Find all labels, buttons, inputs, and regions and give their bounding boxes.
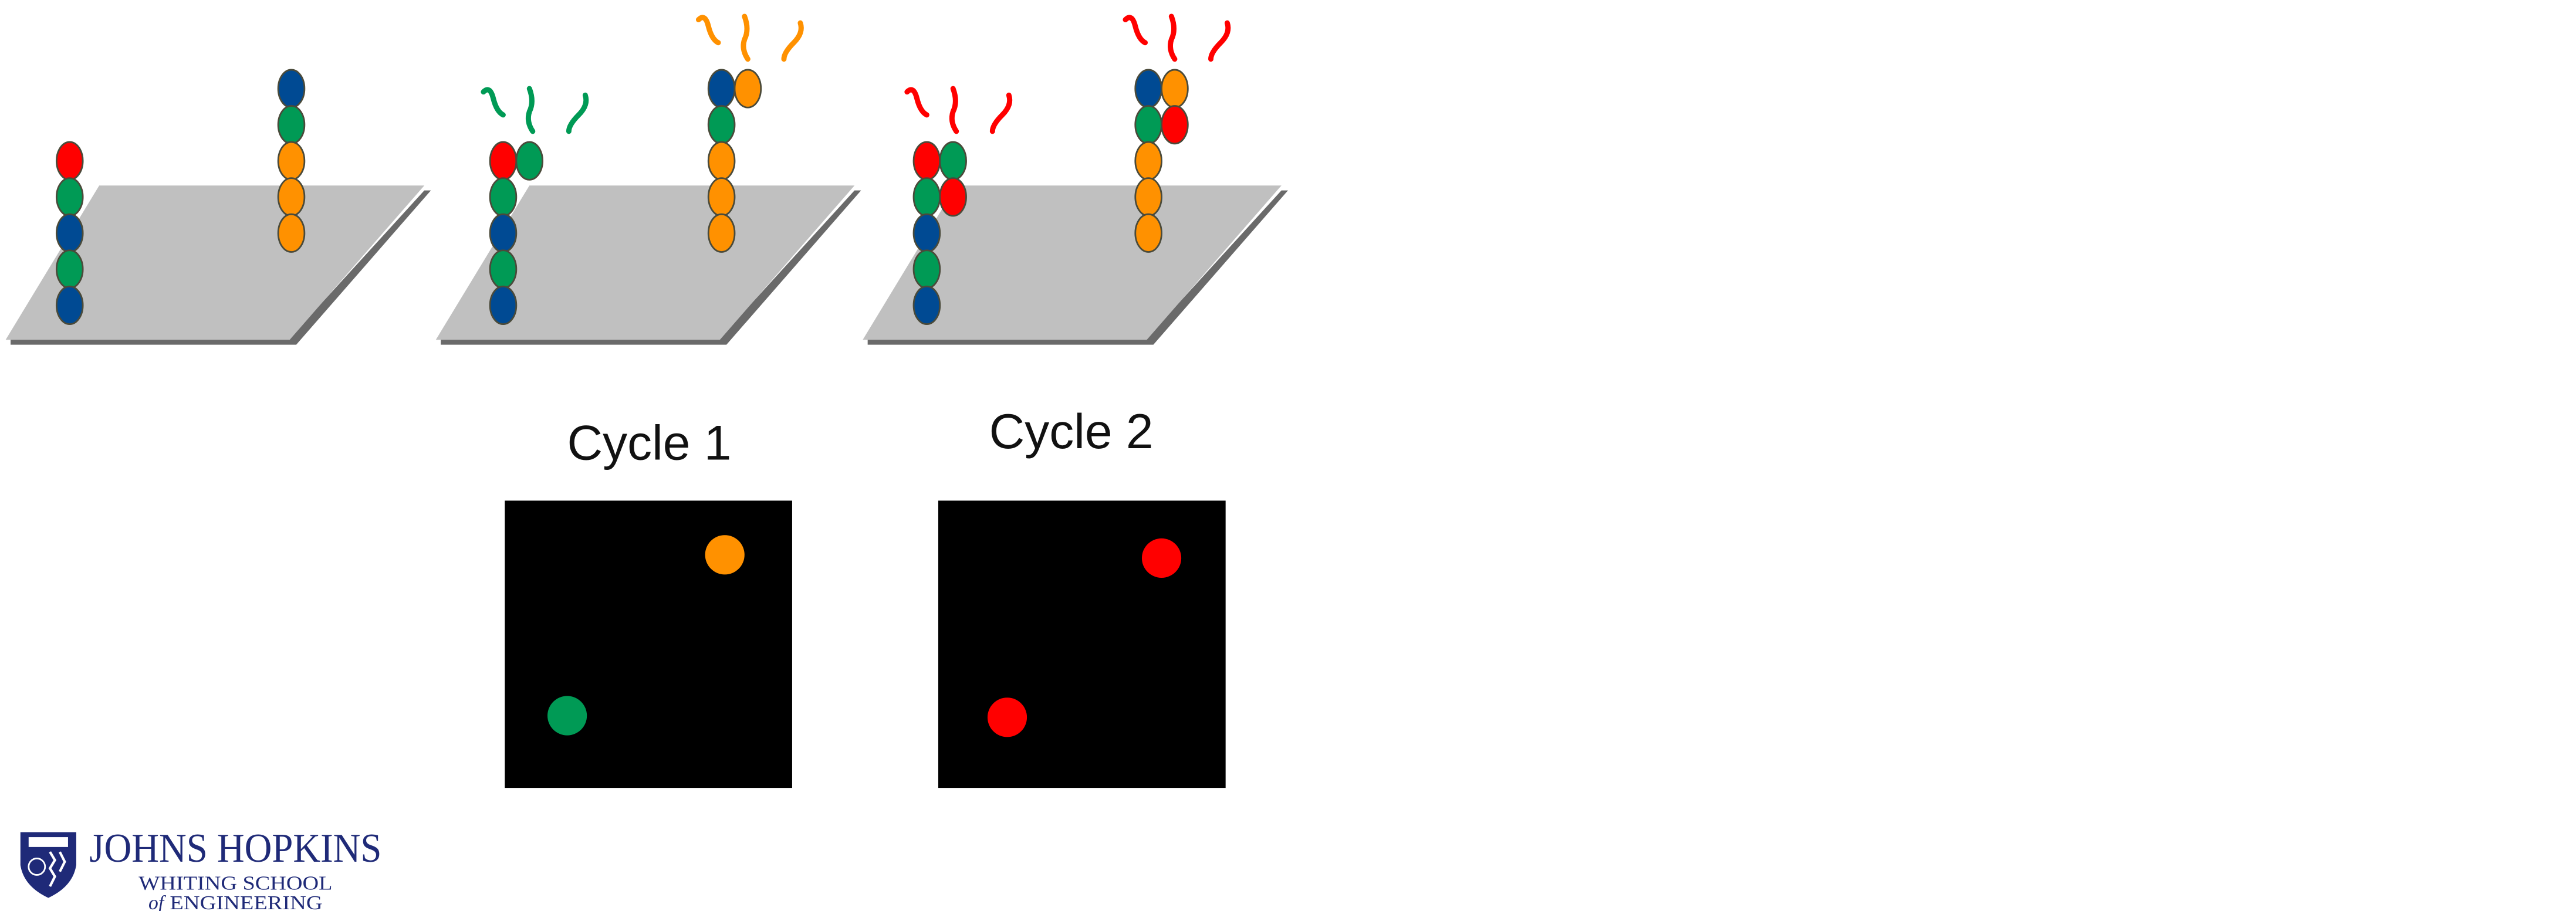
reagent-squiggle: [949, 86, 959, 134]
orange-nucleotide: [1134, 213, 1162, 253]
flow-cell-surface: [863, 185, 1282, 340]
reagent-squiggle: [1168, 13, 1178, 62]
red-reagent-squiggles: [1123, 13, 1231, 62]
flow-cell-panel-initial: [5, 69, 431, 345]
green-nucleotide: [277, 105, 306, 145]
reagent-squiggle: [989, 92, 1013, 134]
reagent-squiggle: [1123, 15, 1148, 46]
flow-cell-shadow: [441, 190, 861, 345]
green-incorporated-nucleotide: [939, 141, 967, 181]
cycle-1-image: [505, 500, 792, 788]
red-incorporated-nucleotide: [939, 177, 967, 217]
reagent-squiggle: [741, 13, 751, 62]
green-nucleotide: [912, 177, 941, 217]
flow-cell-panel-cycle-1: [435, 13, 861, 345]
logo-line1: JOHNS HOPKINS: [89, 826, 381, 871]
reagent-squiggle: [781, 20, 804, 62]
green-nucleotide: [55, 177, 84, 217]
orange-nucleotide: [1134, 141, 1162, 181]
shield-icon: [20, 832, 76, 898]
orange-incorporated-nucleotide: [1161, 69, 1189, 109]
cycle-1-orange-spot: [705, 535, 745, 575]
logo-line2: WHITING SCHOOL: [138, 873, 332, 895]
reagent-squiggle: [1208, 20, 1231, 62]
orange-nucleotide: [707, 213, 736, 253]
green-nucleotide: [912, 249, 941, 289]
cycle-1-green-spot: [547, 696, 587, 736]
reagent-squiggle: [566, 92, 589, 134]
green-reagent-squiggles: [481, 86, 589, 134]
blue-nucleotide: [277, 69, 306, 109]
reagent-squiggle: [904, 87, 929, 118]
orange-nucleotide: [277, 213, 306, 253]
orange-nucleotide: [277, 177, 306, 217]
cycle-2-image: [938, 500, 1226, 788]
green-incorporated-nucleotide: [515, 141, 544, 181]
reagent-squiggle: [695, 15, 721, 46]
orange-incorporated-nucleotide: [733, 69, 762, 109]
flow-cell-shadow: [11, 190, 431, 345]
jhu-logo: JOHNS HOPKINS WHITING SCHOOL of ENGINEER…: [20, 826, 381, 911]
reagent-squiggle: [525, 86, 536, 134]
cycle-2-label: Cycle 2: [989, 404, 1154, 459]
reagent-squiggle: [481, 87, 506, 118]
red-reagent-squiggles: [904, 86, 1013, 134]
red-nucleotide: [489, 141, 518, 181]
blue-nucleotide: [55, 285, 84, 326]
cycle-2-red-spot-top: [1141, 538, 1182, 578]
flow-cell-surface: [435, 185, 855, 340]
orange-nucleotide: [707, 177, 736, 217]
blue-nucleotide: [912, 285, 941, 326]
orange-nucleotide: [1134, 177, 1162, 217]
red-nucleotide: [912, 141, 941, 181]
flow-cell-panel-cycle-2: [863, 13, 1288, 345]
cycle-1-label: Cycle 1: [567, 415, 732, 470]
blue-nucleotide: [55, 213, 84, 253]
orange-nucleotide: [707, 141, 736, 181]
orange-reagent-squiggles: [695, 13, 804, 62]
blue-nucleotide: [1134, 69, 1162, 109]
flow-cell-surface: [5, 185, 425, 340]
green-nucleotide: [489, 177, 518, 217]
green-nucleotide: [1134, 105, 1162, 145]
green-nucleotide: [489, 249, 518, 289]
blue-nucleotide: [707, 69, 736, 109]
green-nucleotide: [55, 249, 84, 289]
logo-line3-of: of: [148, 892, 167, 911]
cycle-2-red-spot-bottom: [987, 697, 1027, 737]
orange-nucleotide: [277, 141, 306, 181]
red-incorporated-nucleotide: [1161, 105, 1189, 145]
blue-nucleotide: [912, 213, 941, 253]
blue-nucleotide: [489, 213, 518, 253]
blue-nucleotide: [489, 285, 518, 326]
red-nucleotide: [55, 141, 84, 181]
logo-line3: ENGINEERING: [170, 892, 322, 911]
flow-cell-shadow: [867, 190, 1288, 345]
green-nucleotide: [707, 105, 736, 145]
